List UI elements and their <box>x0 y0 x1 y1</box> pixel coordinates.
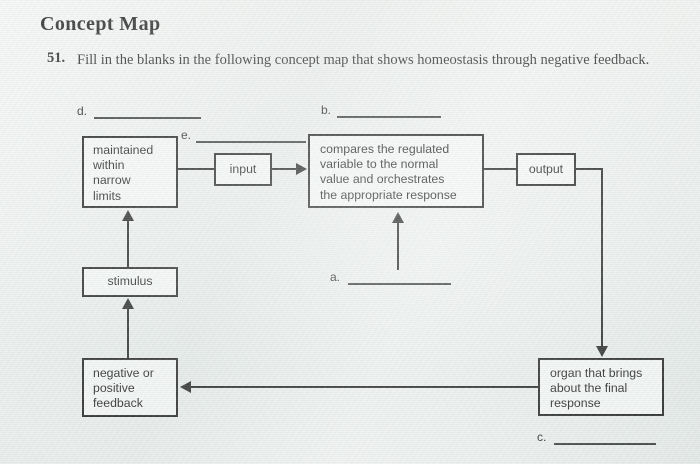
blank-rule-b[interactable] <box>337 116 441 118</box>
blank-rule-c[interactable] <box>554 443 656 445</box>
box-regulated-variable-line-2: within <box>93 158 125 173</box>
box-feedback-line-1: negative or <box>93 366 154 380</box>
connector-response-to-control <box>397 222 399 270</box>
box-stimulus[interactable]: stimulus <box>82 267 178 297</box>
arrowhead-feedback-to-stimulus <box>122 298 134 309</box>
blank-label-b: b. <box>321 103 332 117</box>
question-number: 51. <box>47 50 66 66</box>
arrowhead-effector-to-feedback <box>180 381 191 393</box>
box-output-label: output <box>528 161 564 176</box>
connector-feedback-to-stimulus <box>127 308 129 358</box>
box-feedback-line-3: feedback <box>93 396 143 411</box>
connector-control-to-output <box>484 168 516 170</box>
box-regulated-variable-line-4: limits <box>93 188 122 203</box>
arrowhead-output-to-effector <box>596 346 608 357</box>
arrowhead-input-to-control <box>296 163 307 175</box>
box-feedback-line-2: positive <box>93 381 135 396</box>
box-control-center-line-3: value and orchestrates <box>320 172 445 187</box>
box-regulated-variable-line-3: narrow <box>93 173 131 188</box>
connector-input-to-control <box>272 168 297 170</box>
box-effector-line-3: response <box>550 396 601 411</box>
blank-label-c: c. <box>537 430 547 444</box>
box-feedback[interactable]: negative or positive feedback <box>82 358 178 417</box>
blank-label-d: d. <box>77 104 88 118</box>
box-input-label: input <box>229 161 257 176</box>
box-effector-line-2: about the final <box>550 381 628 396</box>
box-regulated-variable[interactable]: maintained within narrow limits <box>82 136 178 208</box>
box-control-center[interactable]: compares the regulated variable to the n… <box>308 134 484 208</box>
box-input[interactable]: input <box>214 153 272 186</box>
blank-rule-d[interactable] <box>94 117 201 119</box>
connector-variable-to-input <box>178 168 214 170</box>
box-stimulus-label: stimulus <box>107 274 153 289</box>
connector-output-down <box>601 168 603 348</box>
box-output[interactable]: output <box>516 153 576 186</box>
connector-output-right <box>576 168 603 170</box>
connector-stimulus-to-variable <box>127 220 129 267</box>
blank-label-a: a. <box>330 270 341 284</box>
box-control-center-line-4: the appropriate response <box>320 187 457 202</box>
blank-label-e: e. <box>181 128 192 142</box>
arrowhead-stimulus-to-variable <box>122 210 134 221</box>
box-effector[interactable]: organ that brings about the final respon… <box>538 358 664 416</box>
box-control-center-line-2: variable to the normal <box>320 157 439 172</box>
page-title: Concept Map <box>40 13 161 35</box>
blank-rule-e[interactable] <box>196 141 306 143</box>
box-control-center-line-1: compares the regulated <box>320 142 450 156</box>
box-effector-line-1: organ that brings <box>550 366 643 380</box>
blank-rule-a[interactable] <box>348 283 451 285</box>
connector-effector-to-feedback <box>191 386 538 388</box>
box-regulated-variable-line-1: maintained <box>93 143 154 157</box>
question-text: Fill in the blanks in the following conc… <box>77 52 650 68</box>
arrowhead-response-to-control <box>392 212 404 223</box>
